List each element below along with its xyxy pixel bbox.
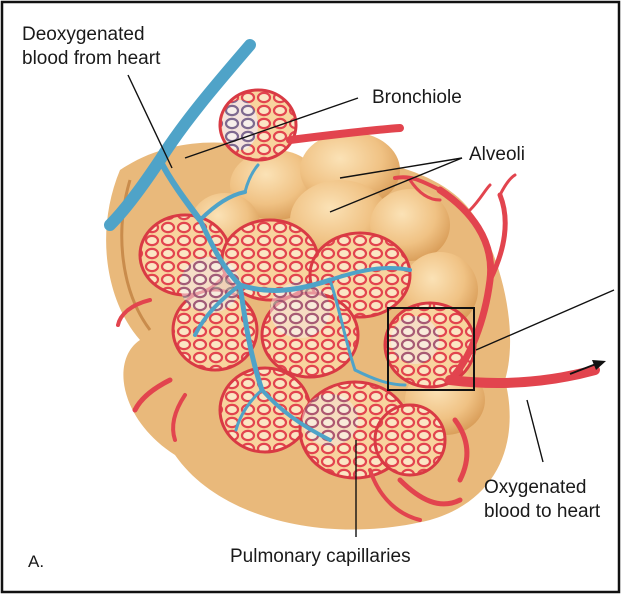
label-deoxygenated-line1: Deoxygenated (22, 24, 145, 45)
label-oxygenated-line1: Oxygenated (484, 477, 586, 498)
label-pulmonary-capillaries: Pulmonary capillaries (230, 546, 411, 567)
label-bronchiole: Bronchiole (372, 87, 462, 108)
panel-letter: A. (28, 552, 44, 571)
label-deoxygenated-line2: blood from heart (22, 48, 161, 69)
label-oxygenated-line2: blood to heart (484, 501, 601, 522)
label-alveoli: Alveoli (469, 144, 525, 165)
